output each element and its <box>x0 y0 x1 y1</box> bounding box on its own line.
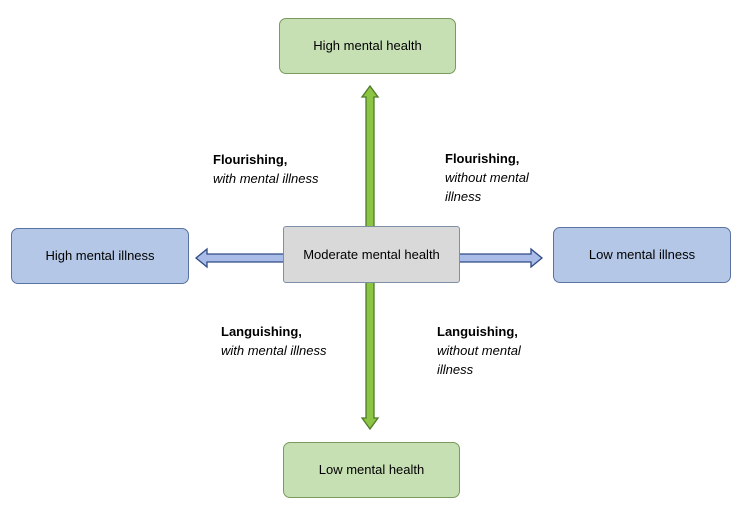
quadrant-bottom-left: Languishing, with mental illness <box>221 322 327 360</box>
quadrant-bottom-right-title: Languishing, <box>437 324 518 339</box>
low-mental-illness-label: Low mental illness <box>588 247 696 263</box>
high-mental-health-label: High mental health <box>313 38 422 54</box>
low-mental-health-label: Low mental health <box>318 462 425 478</box>
low-mental-illness-box: Low mental illness <box>553 227 731 283</box>
moderate-mental-health-label: Moderate mental health <box>303 246 440 262</box>
moderate-mental-health-box: Moderate mental health <box>283 226 460 283</box>
quadrant-top-left-title: Flourishing, <box>213 152 288 167</box>
high-mental-illness-box: High mental illness <box>11 228 189 284</box>
quadrant-bottom-right-subtitle: without mental illness <box>437 343 521 377</box>
quadrant-top-right: Flourishing, without mental illness <box>445 149 555 206</box>
quadrant-bottom-left-subtitle: with mental illness <box>221 343 327 358</box>
high-mental-health-box: High mental health <box>279 18 456 74</box>
quadrant-bottom-right: Languishing, without mental illness <box>437 322 547 379</box>
high-mental-illness-label: High mental illness <box>45 248 155 264</box>
quadrant-bottom-left-title: Languishing, <box>221 324 302 339</box>
low-mental-health-box: Low mental health <box>283 442 460 498</box>
quadrant-top-right-title: Flourishing, <box>445 151 520 166</box>
quadrant-top-right-subtitle: without mental illness <box>445 170 529 204</box>
quadrant-top-left: Flourishing, with mental illness <box>213 150 319 188</box>
quadrant-top-left-subtitle: with mental illness <box>213 171 319 186</box>
